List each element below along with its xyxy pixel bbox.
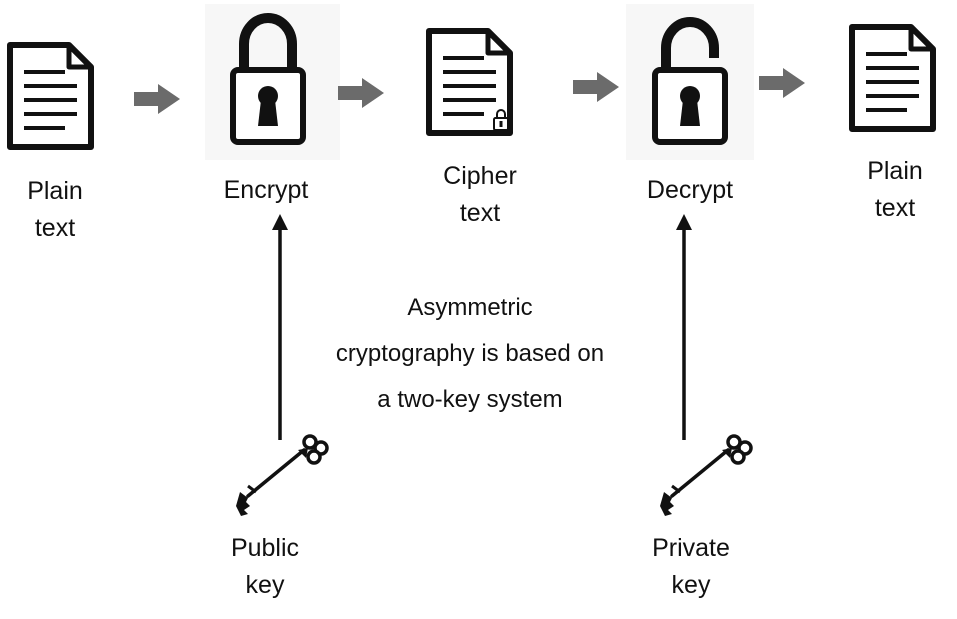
caption-line1: Asymmetric [407, 294, 533, 321]
private-key-arrow [676, 214, 692, 440]
closed-padlock-icon [230, 13, 306, 145]
plain-text-output-label: Plain text [840, 153, 950, 227]
plain-text-output-line2: text [874, 194, 916, 222]
decrypt-text: Decrypt [646, 176, 734, 204]
key-icon [234, 434, 329, 518]
cipher-text-line1: Cipher [443, 162, 517, 190]
encrypt-label: Encrypt [196, 172, 336, 209]
plain-text-input-line1: Plain [27, 177, 83, 205]
public-key-line1: Public [230, 534, 300, 562]
locked-document-icon [426, 28, 518, 140]
plain-text-output-line1: Plain [867, 157, 923, 185]
flow-arrow-3 [573, 72, 619, 102]
cipher-text-line2: text [459, 199, 501, 227]
public-key-line2: key [245, 571, 285, 599]
private-key-line2: key [671, 571, 711, 599]
document-icon [7, 42, 99, 154]
flow-arrow-2 [338, 78, 384, 108]
private-key-label: Private key [626, 530, 756, 604]
private-key-line1: Private [652, 534, 730, 562]
caption-line3: a two-key system [377, 386, 563, 413]
document-icon [849, 24, 941, 136]
flow-arrow-4 [759, 68, 805, 98]
caption-line2: cryptography is based on [335, 340, 605, 367]
flow-arrow-1 [134, 84, 180, 114]
diagram-caption: Asymmetric cryptography is based on a tw… [300, 285, 640, 423]
encrypt-text: Encrypt [223, 176, 309, 204]
public-key-arrow [272, 214, 288, 440]
decrypt-label: Decrypt [620, 172, 760, 209]
public-key-label: Public key [205, 530, 325, 604]
plain-text-input-line2: text [34, 214, 76, 242]
open-padlock-icon [652, 17, 728, 145]
cipher-text-label: Cipher text [410, 158, 550, 232]
plain-text-input-label: Plain text [0, 173, 110, 247]
key-icon [658, 434, 753, 518]
